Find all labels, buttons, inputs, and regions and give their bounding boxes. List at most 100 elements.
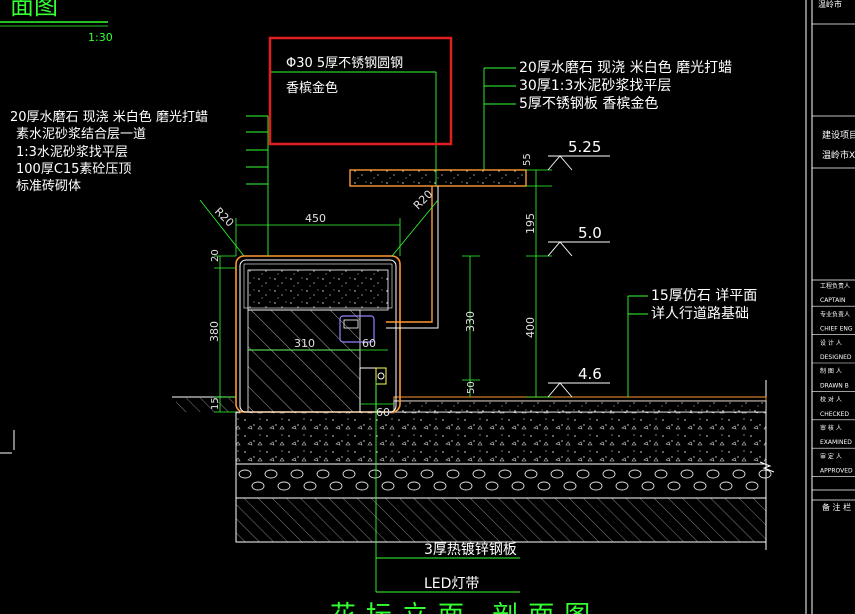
gravel-stone [290,469,304,479]
title-block-row-text: 专业负责人 [820,310,850,318]
right-top-notes: 20厚水磨石 现浇 米白色 磨光打蜡 30厚1:3水泥砂浆找平层 5厚不锈钢板 … [519,59,732,112]
gravel-stone [693,481,707,491]
drawing-scale: 1:30 [88,31,113,44]
gravel-stone [394,469,408,479]
title-block-top: 温岭市 [818,0,842,9]
gravel-stone [628,469,642,479]
gravel-stone [589,481,603,491]
title-block-row-text: DESIGNED [820,354,852,361]
note-right-3: 5厚不锈钢板 香槟金色 [519,95,658,112]
gravel-stone [602,469,616,479]
title-block-project-value: 温岭市X [822,149,855,161]
steel-seat-bracket [339,169,527,343]
dim-seat-55: 55 [522,153,533,166]
gravel-stone [459,481,473,491]
elevation-5-25: 5.25 [568,138,601,156]
note-paving-1: 15厚仿石 详平面 [651,288,757,304]
gravel-stone [563,481,577,491]
dim-base-15: 15 [210,397,221,410]
dim-seat-195: 195 [524,213,537,234]
title-block: 温岭市 建设项目 温岭市X 工程负责人 CAPTAIN 专业负责人 CHIEF ENG… [805,0,855,614]
dim-radius-left: R20 [212,205,236,229]
planter-wall [235,255,401,413]
title-block-row-text: CHIEF ENG [820,326,853,333]
title-block-row-text: 设 计 人 [820,339,842,347]
drawing-title: 面图 1:30 [0,0,113,44]
elevation-marker-2: 5.0 [547,224,610,257]
gravel-stone [654,469,668,479]
dim-post-330: 330 [464,311,477,332]
dimension-lines [199,169,552,413]
gravel-stone [433,481,447,491]
title-block-row-text: 工程负责人 [820,282,850,290]
gravel-stone [329,481,343,491]
gravel-stone [277,481,291,491]
gravel-stone [264,469,278,479]
highlight-box[interactable]: Φ30 5厚不锈钢圆钢 香槟金色 [268,36,453,146]
gravel-stone [368,469,382,479]
title-block-row-text: 审 核 人 [820,424,842,432]
dim-height-380: 380 [208,321,221,342]
gravel-stone [719,481,733,491]
note-highlight-2: 香槟金色 [286,80,338,96]
gravel-stone [446,469,460,479]
dim-inner-width: 310 [294,337,315,350]
paving-notes: 15厚仿石 详平面 详人行道路基础 [651,288,757,322]
elevation-marker-1: 5.25 [547,138,610,171]
dim-base-gap: 60 [376,406,390,419]
gravel-stone [550,469,564,479]
gravel-stone [667,481,681,491]
elevation-markers: 5.25 5.0 4.6 [547,138,610,398]
title-block-row-text: APPROVED [820,468,853,475]
gravel-stone [472,469,486,479]
gravel-stone [537,481,551,491]
title-block-row-text: DRAWN B [820,382,849,389]
gravel-stone [511,481,525,491]
dim-steel-gap: 60 [362,337,376,350]
left-wall-notes: 20厚水磨石 现浇 米白色 磨光打蜡 素水泥砂浆结合层一道 1:3水泥砂浆找平层… [10,109,208,194]
gravel-stone [238,469,252,479]
elevation-4-6: 4.6 [578,365,602,383]
gravel-stone [485,481,499,491]
gravel-stone [498,469,512,479]
gravel-stone [524,469,538,479]
gravel-stone [355,481,369,491]
title-block-row-text: 制 图 人 [820,367,842,375]
note-left-2: 素水泥砂浆结合层一道 [16,127,146,142]
gravel-stone [342,469,356,479]
title-block-row-text: 审 定 人 [820,452,842,460]
note-left-5: 标准砖砌体 [16,179,81,194]
gravel-stone [758,469,772,479]
note-highlight-1: Φ30 5厚不锈钢圆钢 [286,56,403,71]
title-block-project-label: 建设项目 [822,129,855,141]
dim-wall-width: 450 [305,212,326,225]
leader-lines [246,67,648,593]
title-block-footer: 备 注 栏 [822,502,851,512]
note-left-4: 100厚C15素砼压顶 [16,162,131,177]
title-block-rows: 工程负责人 CAPTAIN 专业负责人 CHIEF ENG 设 计 人 DESIGNED 制… [812,282,855,477]
elevation-5-0: 5.0 [578,224,602,242]
gravel-stone [381,481,395,491]
gravel-stone [316,469,330,479]
elevation-marker-3: 4.6 [547,365,610,398]
drawing-title-text: 面图 [10,0,58,20]
gravel-stone [303,481,317,491]
title-block-row-text: 校 对 人 [820,396,842,404]
bottom-notes: 3厚热镀锌钢板 LED灯带 [424,541,517,592]
note-left-3: 1:3水泥砂浆找平层 [16,145,128,160]
title-block-row-text: CAPTAIN [820,297,845,304]
dim-top-20: 20 [210,249,221,262]
gravel-stone [680,469,694,479]
gravel-stone [576,469,590,479]
ground-strata [172,380,775,550]
note-steel-plate: 3厚热镀锌钢板 [424,541,517,558]
title-block-row-text: EXAMINED [820,439,852,446]
paving-layers [393,396,767,413]
gravel-stone [706,469,720,479]
gravel-stone [641,481,655,491]
note-right-1: 20厚水磨石 现浇 米白色 磨光打蜡 [519,59,732,76]
note-right-2: 30厚1:3水泥砂浆找平层 [519,78,671,94]
gravel-stone [745,481,759,491]
gravel-layer [235,463,772,499]
